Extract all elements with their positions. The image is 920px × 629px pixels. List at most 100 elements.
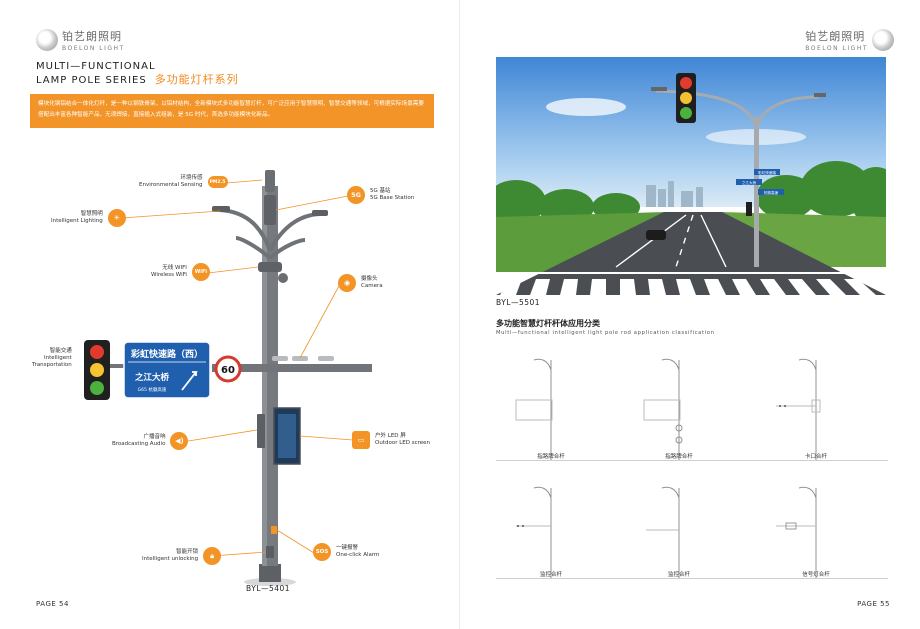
brand-name-cn-right: 铂艺朗照明 — [805, 30, 866, 43]
lamp-head-left — [212, 206, 230, 212]
lamp-arm-left-lower — [235, 236, 272, 260]
feature-camera-cn: 摄像头 — [361, 276, 378, 282]
variant-4-drawing — [516, 486, 552, 578]
row-divider-2 — [496, 578, 888, 579]
feature-camera-en: Camera — [361, 283, 383, 289]
brand-mark-icon — [36, 29, 58, 51]
variant-label-2: 指路牌合杆 — [665, 454, 693, 460]
photo-sign-3 — [758, 189, 784, 195]
feature-led: ▭ 户外 LED 屏 Outdoor LED screen — [352, 431, 430, 449]
pm25-icon: PM2.5 — [207, 176, 228, 188]
camera-2 — [292, 356, 308, 361]
pole-base — [259, 564, 281, 582]
brand-name-en: BOELON LIGHT — [62, 45, 125, 52]
camera-3 — [318, 356, 334, 361]
feature-lighting: 智慧照明 Intelligent Lighting ☀ — [51, 209, 126, 227]
variant-label-1: 指路牌合杆 — [537, 454, 565, 460]
feature-unlock-en: Intelligent unlocking — [142, 556, 199, 562]
feature-5g-cn: 5G 基站 — [370, 188, 391, 194]
model-label-left: BYL—5401 — [246, 584, 291, 593]
section-subtitle: Multi—functional intelligent light pole … — [496, 330, 715, 336]
right-grass — [721, 212, 886, 267]
guide-sign — [123, 341, 211, 399]
pole-variants-grid — [515, 358, 821, 578]
photo-sign-2 — [736, 179, 762, 185]
environment-sensor — [265, 170, 275, 192]
model-label-right: BYL—5501 — [496, 298, 541, 307]
photo-sign-text-3: 杭徽高速 — [764, 190, 779, 195]
variant-1-drawing — [515, 358, 553, 460]
feature-environment: 环境传感 Environmental Sensing PM2.5 — [139, 175, 228, 189]
title-en-line1: MULTI—FUNCTIONAL — [36, 61, 156, 72]
feature-traffic-en1: Intelligent — [43, 355, 72, 361]
feature-led-cn: 户外 LED 屏 — [375, 433, 406, 439]
feature-traffic: 智能交通 Intelligent Transportation — [32, 348, 72, 369]
pole-door — [266, 546, 274, 558]
feature-camera: ◉ 摄像头 Camera — [338, 274, 383, 292]
feature-sos-en: One-click Alarm — [336, 552, 380, 558]
variant-5-drawing — [646, 486, 680, 578]
sos-icon: SOS — [313, 543, 331, 561]
feature-unlock: 智能开锁 Intelligent unlocking 🔒︎ — [142, 547, 222, 565]
brand-logo-right: 铂艺朗照明 BOELON LIGHT — [805, 28, 894, 52]
right-page: 铂艺朗照明 BOELON LIGHT — [460, 0, 920, 629]
feature-broadcast: 广播音响 Broadcasting Audio ◀) — [112, 432, 189, 450]
left-grass — [496, 212, 666, 272]
5g-module — [264, 195, 276, 225]
guide-sign-mid-text: 之江大桥 — [135, 372, 170, 383]
guide-arrow-icon — [181, 371, 198, 391]
variant-label-3: 卡口合杆 — [804, 454, 827, 460]
feature-lighting-en: Intelligent Lighting — [51, 218, 103, 224]
photo-pole-arm-right — [755, 95, 819, 128]
distant-skyline — [646, 181, 703, 207]
feature-lighting-cn: 智慧照明 — [80, 211, 103, 217]
5g-icon: 5G — [347, 186, 365, 204]
variant-label-4: 监控合杆 — [539, 572, 562, 578]
smart-pole-illustration: 彩虹快速路（西） 之江大桥 G65 杭徽高速 60 — [84, 170, 372, 586]
variant-2-drawing — [643, 358, 683, 460]
guide-sign-top-text: 彩虹快速路（西） — [130, 348, 203, 360]
guide-sign-bottom-text: G65 杭徽高速 — [138, 386, 167, 393]
brand-name-cn: 铂艺朗照明 — [62, 30, 122, 43]
feature-5g: 5G 5G 基站 5G Base Station — [347, 186, 414, 204]
camera-1 — [272, 356, 288, 361]
feature-env-cn: 环境传感 — [180, 175, 203, 181]
variant-6-drawing — [776, 486, 817, 578]
road — [496, 212, 886, 295]
page-number-right: PAGE 55 — [857, 600, 890, 608]
variant-label-5: 监控合杆 — [667, 572, 690, 578]
brand-name-en-right: BOELON LIGHT — [805, 45, 868, 52]
broadcast-speaker — [257, 414, 265, 448]
page-number-left: PAGE 54 — [36, 600, 69, 608]
camera-icon: ◉ — [338, 274, 356, 292]
sos-button — [271, 526, 277, 534]
photo-pole-arm-left — [655, 89, 758, 128]
photo-pole — [754, 117, 759, 267]
cross-arm — [212, 364, 372, 372]
photo-sign-text-2: 之江大桥 — [742, 180, 757, 185]
title-en-line2-text: LAMP POLE SERIES — [36, 75, 147, 86]
photo-sign-1 — [754, 169, 780, 175]
feature-env-en: Environmental Sensing — [139, 182, 203, 188]
lamp-arm-right-lower — [268, 238, 306, 260]
red-light — [90, 345, 104, 359]
screen-icon: ▭ — [352, 431, 370, 449]
feature-sos-cn: 一键报警 — [336, 545, 359, 551]
lamp-head-right — [312, 210, 328, 216]
intro-paragraph: 模块化钢铝结合一体化灯杆，是一种以钢铁骨架，以铝材结构，全新模块式多功能智慧灯杆… — [30, 94, 434, 128]
speed-limit-sign — [214, 355, 242, 383]
wifi-icon: WiFi — [191, 263, 210, 281]
variant-label-6: 信号灯合杆 — [802, 572, 830, 578]
lightbulb-icon: ☀ — [107, 209, 126, 227]
feature-sos: SOS 一键报警 One-click Alarm — [313, 543, 379, 561]
feature-broadcast-en: Broadcasting Audio — [112, 441, 166, 447]
feature-traffic-en2: Transportation — [32, 362, 72, 368]
yellow-light — [90, 363, 104, 377]
row-divider-1 — [496, 460, 888, 461]
feature-wifi-cn: 无线 WIFI — [162, 265, 187, 271]
feature-broadcast-cn: 广播音响 — [143, 434, 166, 440]
green-light — [90, 381, 104, 395]
brand-mark-icon-right — [872, 29, 894, 51]
